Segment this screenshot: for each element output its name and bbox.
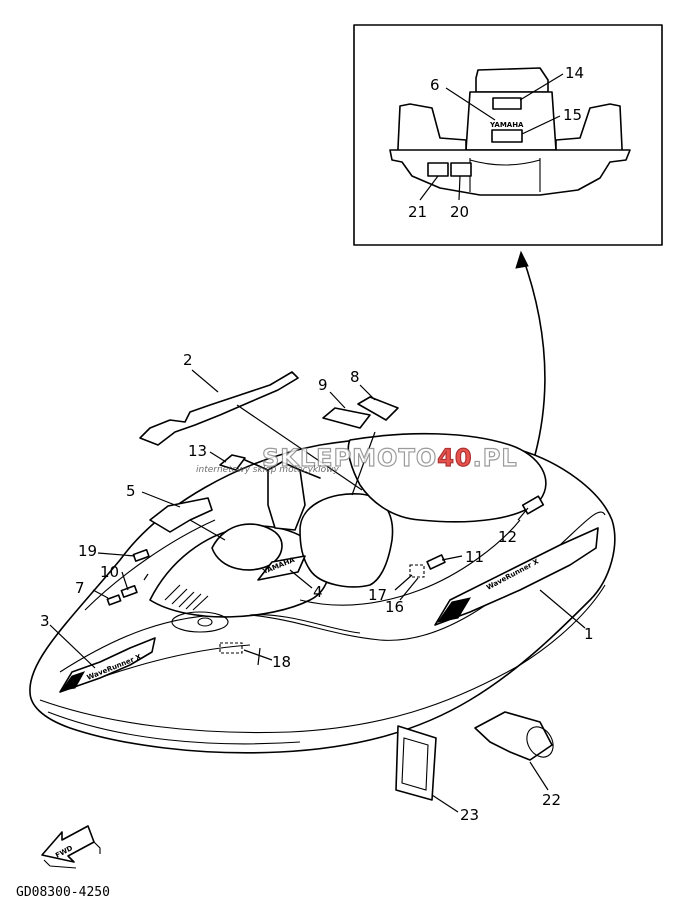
callout-11: 11 [465,548,484,566]
callout-6: 6 [430,76,440,94]
callout-17: 17 [368,586,387,604]
callout-16: 16 [385,598,404,616]
callout-12: 12 [498,528,517,546]
callout-19: 19 [78,542,97,560]
inset-panel: YAMAHA 6 14 15 21 20 [353,24,663,246]
callout-23: 23 [460,806,479,824]
callout-1: 1 [584,625,594,643]
callout-4: 4 [313,583,323,601]
reference-arrow [515,250,546,456]
decal-8 [357,396,399,421]
callout-14: 14 [565,64,584,82]
callout-7: 7 [75,579,85,597]
decal-3-front-logo [59,637,156,693]
decal-16 [409,564,425,578]
rear-deck-drawing: YAMAHA [389,67,631,196]
callout-20: 20 [450,203,469,221]
callout-13: 13 [188,442,207,460]
decal-7 [106,594,122,606]
callout-21: 21 [408,203,427,221]
decal-18 [219,642,243,654]
watermark-main: SKLEPMOTO40.PL [262,444,518,472]
drawing-code: GD08300-4250 [16,885,110,900]
watermark: SKLEPMOTO40.PL internetowy sklep motocyk… [196,443,518,475]
decal-1-side-logo [434,527,599,626]
decal-21 [427,162,449,177]
callout-10: 10 [100,563,119,581]
watermark-sub: internetowy sklep motocyklowy [196,465,339,475]
decal-14 [492,97,522,110]
decal-13 [219,454,246,471]
callout-5: 5 [126,482,136,500]
cover-22 [474,711,554,791]
exploded-decals [139,371,399,533]
callout-labels: 2 9 8 13 5 12 19 10 11 7 17 16 4 3 1 18 … [40,351,594,824]
callout-18: 18 [272,653,291,671]
decal-5 [149,497,213,533]
inset-yamaha-logo: YAMAHA [489,121,524,129]
manual-pouch-23 [395,725,459,813]
callout-8: 8 [350,368,360,386]
decal-11 [426,554,446,570]
callout-9: 9 [318,376,328,394]
fwd-arrow: FWD [41,825,101,869]
decal-2 [139,371,299,446]
decal-9 [322,407,371,429]
callout-22: 22 [542,791,561,809]
decal-19 [132,548,150,562]
callout-3: 3 [40,612,50,630]
decal-12 [521,495,545,515]
decal-15 [491,129,523,143]
callout-15: 15 [563,106,582,124]
inset-frame [353,24,663,246]
seat [299,493,394,588]
decal-20 [450,162,472,177]
leader-lines [49,369,586,669]
callout-2: 2 [183,351,193,369]
